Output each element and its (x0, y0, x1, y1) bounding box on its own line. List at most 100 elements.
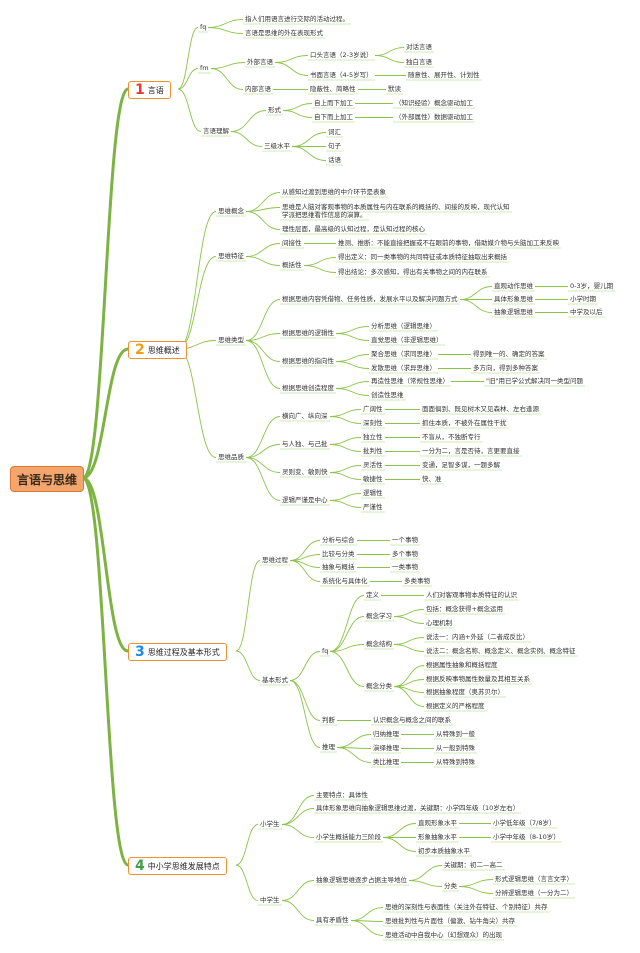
node-pd-d[interactable]: 认识概念与概念之间的联系 (373, 716, 451, 724)
node-jbxs[interactable]: 基本形式 (262, 676, 288, 684)
node-smyy[interactable]: 书面言语（4-5岁写） (310, 71, 373, 79)
node-zgdz[interactable]: 直观动作思维 (494, 282, 533, 290)
node-fxsw[interactable]: 分析思维（逻辑思维） (371, 322, 436, 330)
node-fssw[interactable]: 发散思维（求异思维） (371, 364, 436, 372)
node-zxss-d[interactable]: （外部属性）数据驱动加工 (395, 113, 473, 121)
node-zytd[interactable]: 主要特点：具体性 (316, 791, 368, 799)
node-yytl[interactable]: 演绎推理 (373, 744, 399, 752)
node-swtz[interactable]: 思维特征 (218, 252, 244, 260)
node-bzlj[interactable]: 分辨逻辑思维（一分为二） (495, 889, 573, 897)
node-jtxx-d[interactable]: 小学时期 (570, 295, 596, 303)
node-fl[interactable]: 分类 (444, 882, 457, 890)
node-nbyy[interactable]: 内部言语 (245, 85, 271, 93)
node-xtjt[interactable]: 系统化与具体化 (322, 577, 368, 585)
node-zsxs-d[interactable]: （知识经验）概念驱动加工 (395, 99, 473, 107)
node-gnfl-d[interactable]: 根据定义的严格程度 (426, 702, 485, 710)
node-xxcx-d[interactable]: 小学中年级（8-10岁） (493, 833, 560, 841)
node-jhsw-d[interactable]: 得到唯一的、确定的答案 (473, 350, 545, 358)
node-md1[interactable]: 思维的深刻性与表面性（关注外在特征、个别特征）共存 (385, 903, 548, 911)
node-gnfl-a[interactable]: 根据属性抽象和概括程度 (426, 661, 498, 669)
node-swgn-b1[interactable]: 思维是人脑对客观事物的本质属性与内在联系的概括的、间接的反映，现代认知 (282, 203, 510, 211)
node-zzsw-d[interactable]: "旧"用已学公式解决同一类型问题 (486, 377, 583, 385)
node-gkx[interactable]: 概括性 (282, 261, 302, 269)
node-dbyy[interactable]: 独白言语 (406, 58, 432, 66)
node-gkx2-d[interactable]: 面面俱到、既见树木又见森林、左右逢源 (422, 405, 539, 413)
node-yjx[interactable]: 严谨性 (363, 503, 383, 511)
node-swlx[interactable]: 思维类型 (218, 336, 244, 344)
node-sjsp[interactable]: 三级水平 (264, 142, 290, 150)
node-zsxs[interactable]: 自上而下加工 (314, 99, 353, 107)
node-jymd[interactable]: 具有矛盾性 (316, 916, 349, 924)
node-gntl[interactable]: 归纳推理 (373, 730, 399, 738)
node-yytl-d[interactable]: 从一般到特殊 (436, 744, 475, 752)
node-gkx-a[interactable]: 得出定义：同一类事物的共同特征或本质特征抽取出来概括 (338, 253, 507, 261)
node-jtxx[interactable]: 具体形象思维 (494, 295, 533, 303)
node-fq1-a[interactable]: 指人们用语言进行交际的活动过程。 (245, 15, 349, 23)
node-dlx[interactable]: 独立性 (363, 433, 383, 441)
node-gjq[interactable]: 关键期：初二—高二 (444, 861, 503, 869)
node-xxs[interactable]: 小学生 (260, 820, 280, 828)
node-zgdz-d[interactable]: 0-3岁，婴儿期 (570, 282, 614, 290)
node-cxlj-d[interactable]: 中学及以后 (570, 308, 603, 316)
node-gnfl-b[interactable]: 根据反映事物属性数量及其相互关系 (426, 675, 530, 683)
node-gnxx[interactable]: 概念学习 (366, 612, 392, 620)
node-ktyy[interactable]: 口头言语（2-3岁说） (310, 51, 373, 59)
node-jjx-d[interactable]: 推测、推断：不能直接把握或不在眼前的事物，借助媒介物与头脑加工来反映 (338, 239, 559, 247)
root-node[interactable]: 言语与思维 (10, 466, 84, 492)
node-swgc[interactable]: 思维过程 (262, 556, 288, 564)
node-pd[interactable]: 判断 (322, 716, 335, 724)
node-zxs[interactable]: 中学生 (260, 896, 280, 904)
node-jjx[interactable]: 间接性 (282, 239, 302, 247)
node-lhx-d[interactable]: 变通，足智多谋，一题多解 (422, 461, 500, 469)
node-md3[interactable]: 思维活动中自我中心（幻想观众）的出现 (385, 931, 502, 939)
node-ljyj[interactable]: 逻辑严谨是中心 (282, 496, 328, 504)
node-gnxx-a[interactable]: 包括：概念获得+概念运用 (426, 605, 503, 613)
node-mjx-d[interactable]: 快、准 (422, 475, 442, 483)
node-dhyy[interactable]: 对话言语 (406, 43, 432, 51)
node-ppx[interactable]: 批判性 (363, 447, 383, 455)
node-gkjd[interactable]: 小学生概括能力三阶段 (316, 833, 381, 841)
node-ch[interactable]: 词汇 (328, 128, 341, 136)
node-dlx-d[interactable]: 不盲从，不独断专行 (422, 433, 481, 441)
node-lx1[interactable]: 根据思维内容凭借物、任务性质，发展水平以及解决问题方式 (282, 295, 458, 303)
node-lhx[interactable]: 灵活性 (363, 461, 383, 469)
node-yrd[interactable]: 与人独、与己批 (282, 440, 328, 448)
node-fq1[interactable]: fq (200, 23, 207, 31)
node-lhb[interactable]: 灵则变、敏则快 (282, 468, 328, 476)
node-nbyy-a[interactable]: 隐蔽性、简略性 (310, 85, 356, 93)
node-gnxx-b[interactable]: 心理机制 (426, 619, 452, 627)
node-dy[interactable]: 定义 (366, 591, 379, 599)
node-sks-d[interactable]: 抓住本质，不被外在属性干扰 (422, 419, 507, 427)
node-smyy-d[interactable]: 随意性、展开性、计划性 (408, 71, 480, 79)
node-hxg[interactable]: 横向广、纵向深 (282, 412, 328, 420)
node-lx2[interactable]: 根据思维的逻辑性 (282, 329, 334, 337)
node-gkx-b[interactable]: 得出结论：多次感知，得出有关事物之间的内在联系 (338, 268, 488, 276)
topic-3-thinking-process[interactable]: 3 思维过程及基本形式 (128, 643, 227, 661)
node-gnfl[interactable]: 概念分类 (366, 682, 392, 690)
node-fq1-b[interactable]: 言语是思维的外在表现形式 (245, 29, 323, 37)
node-hy[interactable]: 话语 (328, 156, 341, 164)
node-md2[interactable]: 思维批判性与片面性（偏激、钻牛角尖）共存 (385, 917, 515, 925)
node-swgn-b2[interactable]: 学派把思维看作信息的演算。 (282, 211, 367, 219)
node-cbcx[interactable]: 初步本质抽象水平 (418, 847, 470, 855)
node-mjx[interactable]: 敏捷性 (363, 475, 383, 483)
node-zgxx-d[interactable]: 小学低年级（7/8岁） (493, 819, 556, 827)
node-sks[interactable]: 深刻性 (363, 419, 383, 427)
node-jz[interactable]: 句子 (328, 142, 341, 150)
node-cxzd[interactable]: 抽象逻辑思维逐步占据主导地位 (316, 876, 407, 884)
topic-1-speech[interactable]: 1 言语 (128, 81, 171, 99)
node-zxss[interactable]: 自下而上加工 (314, 113, 353, 121)
node-cxlj[interactable]: 抽象逻辑思维 (494, 308, 533, 316)
node-dy-d[interactable]: 人们对客观事物本质特征的认识 (426, 591, 517, 599)
node-fq3[interactable]: fq (322, 647, 329, 655)
node-gntl-d[interactable]: 从特殊到一般 (436, 730, 475, 738)
node-nbyy-b[interactable]: 默读 (388, 85, 401, 93)
node-gnfl-c[interactable]: 根据抽象程度（奥苏贝尔） (426, 688, 504, 696)
node-lx4[interactable]: 根据思维创造程度 (282, 384, 334, 392)
node-czsw[interactable]: 创造性思维 (371, 391, 404, 399)
node-swgn[interactable]: 思维概念 (218, 207, 244, 215)
node-swgn-c[interactable]: 理性层面，最高级的认知过程，是认知过程的核心 (282, 225, 425, 233)
node-xtjt-d[interactable]: 多类事物 (404, 577, 430, 585)
node-swgn-a[interactable]: 从感知过渡到思维的中介环节是表象 (282, 188, 386, 196)
node-zgxx[interactable]: 直观形象水平 (418, 819, 457, 827)
